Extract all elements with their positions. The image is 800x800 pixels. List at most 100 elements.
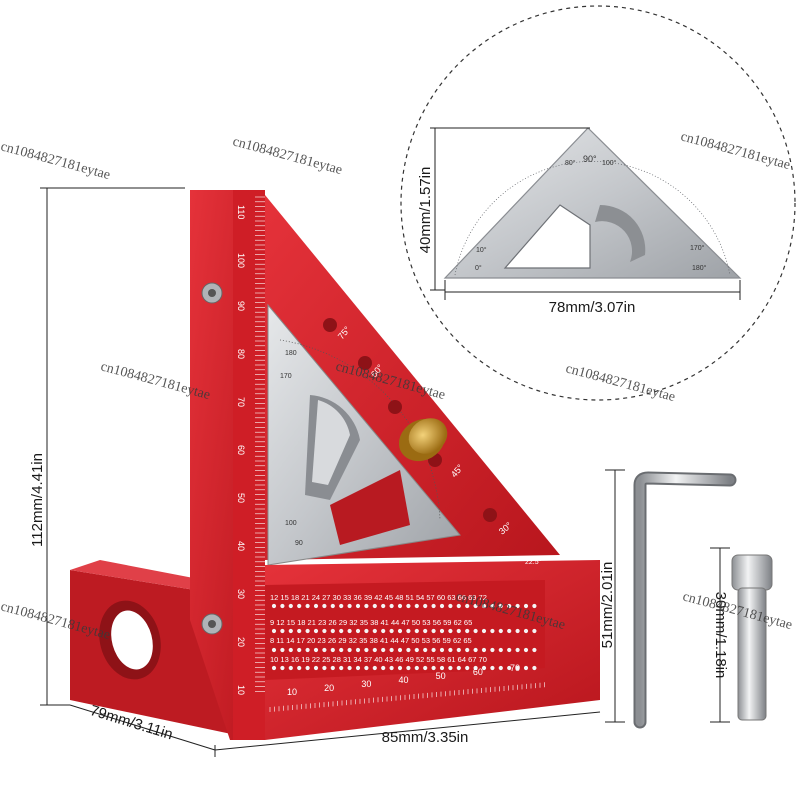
hole (271, 628, 277, 634)
hole (313, 665, 319, 671)
angle-hole-60 (358, 356, 372, 370)
hole (271, 603, 277, 609)
hole (473, 665, 478, 671)
hole (347, 665, 352, 671)
hole-row-3: 8 11 14 17 20 23 26 29 32 35 38 41 44 47… (270, 636, 472, 645)
hole (347, 628, 352, 634)
hole (431, 647, 436, 653)
dimension-height: 112mm/4.41in (29, 187, 185, 706)
hole (313, 628, 319, 634)
hole (372, 603, 377, 609)
angle-hole-30 (483, 508, 497, 522)
hole (280, 603, 285, 609)
steel-protractor (267, 303, 461, 566)
inset-angle-10: 10° (476, 246, 487, 254)
hole (532, 628, 537, 634)
hole (322, 665, 327, 671)
hole (271, 647, 277, 653)
hole (305, 665, 310, 671)
hole (347, 603, 352, 609)
hole (465, 647, 470, 653)
horizontal-scale-label: 10 (287, 687, 297, 697)
hole (523, 665, 529, 671)
angle-square-tool: 180 170 100 90 12 15 18 21 24 27 30 33 3… (70, 190, 600, 740)
vertical-scale-label: 20 (236, 637, 246, 647)
watermark-2: cn1084827181eytae (231, 134, 344, 178)
hole (523, 603, 529, 609)
hole (364, 665, 369, 671)
hole (355, 647, 361, 653)
vertical-scale-label: 50 (236, 493, 246, 503)
hole (389, 628, 394, 634)
hole (271, 665, 277, 671)
dimension-front-width: 85mm/3.35in (214, 711, 601, 751)
hole (347, 647, 352, 653)
height-label: 112mm/4.41in (29, 453, 46, 547)
hole (498, 603, 503, 609)
hole (381, 647, 386, 653)
hole (448, 647, 453, 653)
hole (297, 647, 302, 653)
hole (313, 603, 319, 609)
hole (297, 665, 302, 671)
hole (355, 665, 361, 671)
wrench-length-label: 51mm/2.01in (599, 562, 616, 649)
hole (465, 628, 470, 634)
hole (280, 647, 285, 653)
hole (431, 628, 436, 634)
hole (456, 628, 461, 634)
hole (456, 603, 461, 609)
inset-height-label: 40mm/1.57in (417, 167, 434, 254)
horizontal-scale-label: 40 (398, 675, 408, 685)
hole-grid (271, 603, 537, 671)
hole (406, 665, 411, 671)
steel-mark-180: 180 (285, 350, 297, 357)
vertical-scale-label: 100 (236, 253, 246, 268)
hole (389, 647, 394, 653)
hole (305, 628, 310, 634)
hole (423, 603, 428, 609)
hole (381, 603, 386, 609)
hole (339, 647, 344, 653)
hole (372, 628, 377, 634)
vertical-scale-label: 40 (236, 541, 246, 551)
hole (481, 628, 487, 634)
hole (523, 628, 529, 634)
hole (532, 647, 537, 653)
hole (406, 628, 411, 634)
horizontal-scale-label: 20 (324, 683, 334, 693)
hole (532, 603, 537, 609)
hole (364, 647, 369, 653)
hole (515, 603, 520, 609)
hole (507, 603, 512, 609)
horizontal-scale-label: 70 (510, 663, 520, 673)
hole-row-1: 12 15 18 21 24 27 30 33 36 39 42 45 48 5… (270, 593, 487, 602)
vertical-scale-label: 30 (236, 589, 246, 599)
vertical-scale-label: 90 (236, 301, 246, 311)
hole (507, 665, 512, 671)
hole (439, 665, 445, 671)
hole (288, 603, 293, 609)
hole (322, 647, 327, 653)
hex-wrench: 51mm/2.01in (599, 469, 737, 729)
vertical-scale-label: 80 (236, 349, 246, 359)
inset-detail: 80° 90° 100° 10° 0° 170° 180° 40mm/1.57i… (400, 5, 796, 401)
steel-mark-90: 90 (295, 540, 303, 547)
hole (473, 628, 478, 634)
hole (330, 603, 335, 609)
hole (490, 628, 495, 634)
watermark-9: cn1084827181eytae (681, 589, 794, 633)
vertical-scale-label: 70 (236, 397, 246, 407)
hole (389, 603, 394, 609)
inset-angle-80: 80° (565, 159, 576, 167)
hole (456, 647, 461, 653)
pin-length-label: 30mm/1.18in (712, 592, 729, 679)
hole (355, 603, 361, 609)
hole (515, 665, 520, 671)
hole (330, 628, 335, 634)
hole (431, 665, 436, 671)
hole (297, 628, 302, 634)
watermark-1: cn1084827181eytae (0, 139, 112, 183)
hole (397, 665, 403, 671)
